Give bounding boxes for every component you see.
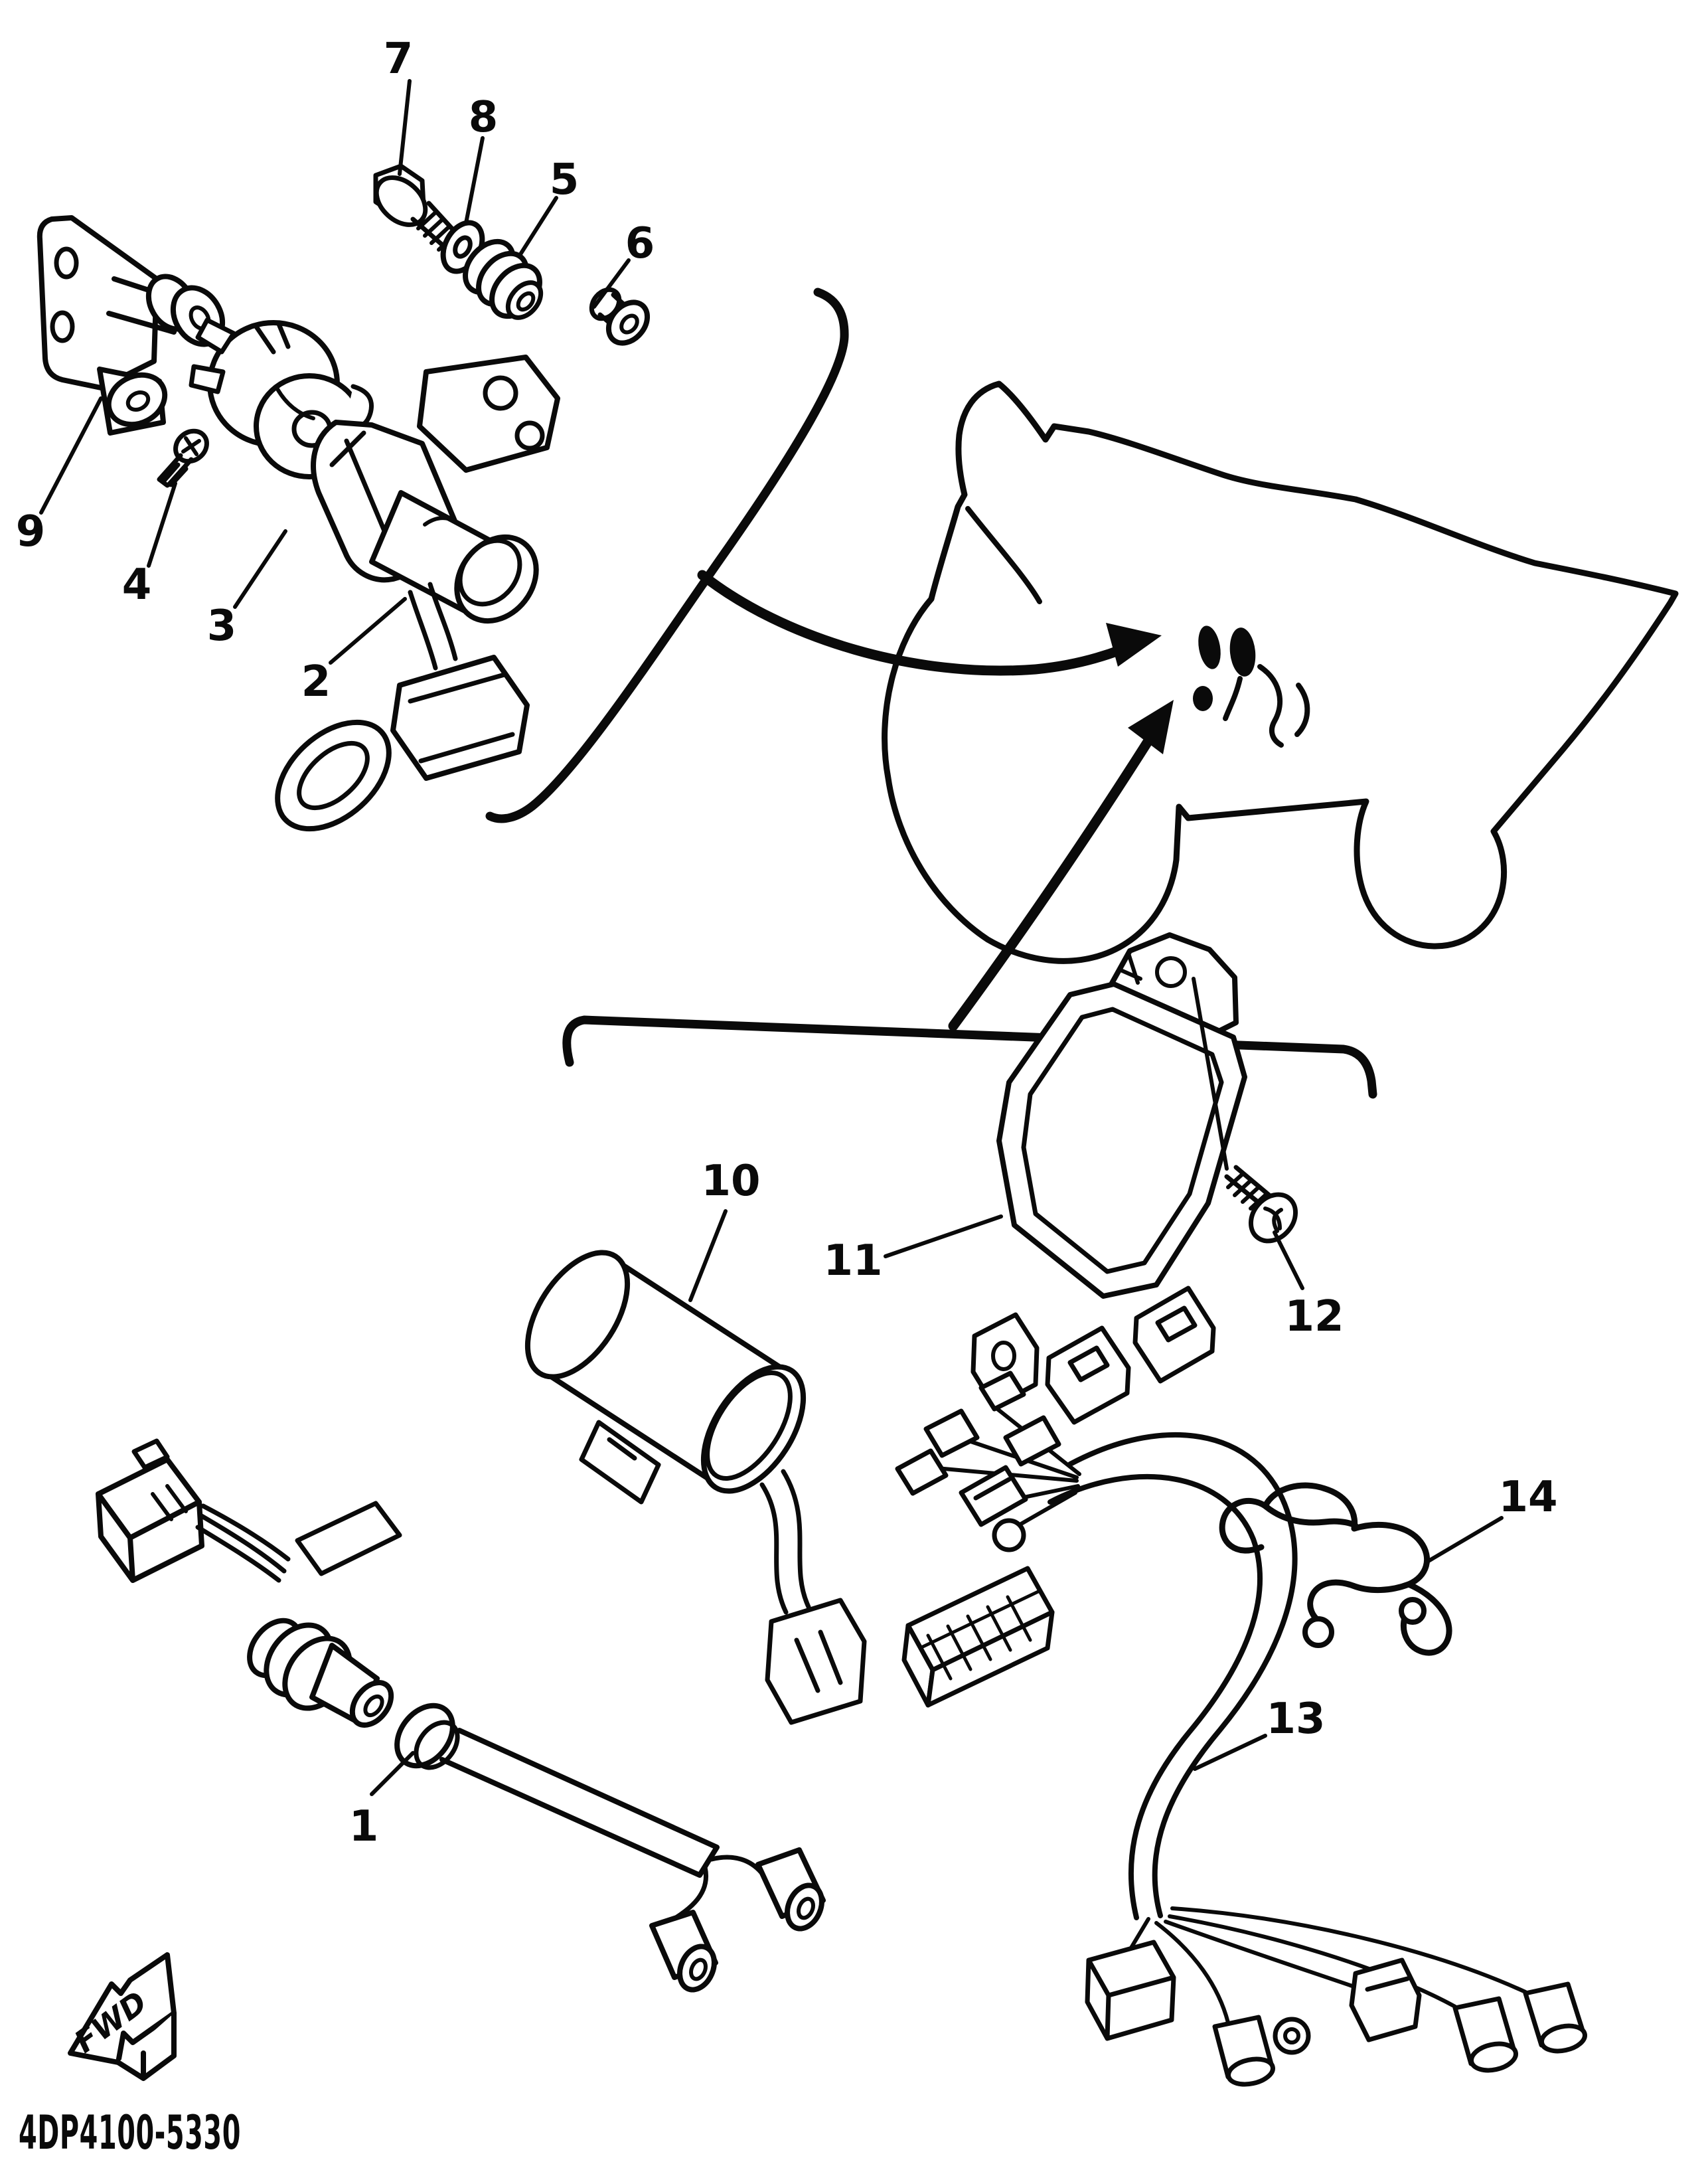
part-13-branches xyxy=(1126,1906,1527,2025)
part-10-wire xyxy=(759,1469,811,1615)
part-1-bullet-terminals xyxy=(649,1847,826,1993)
part-9-lower-bushing xyxy=(97,367,168,436)
part-6-flange-bolt xyxy=(589,287,651,346)
target-location-dots xyxy=(1193,625,1310,748)
part-13-wire-harness xyxy=(895,1371,1587,2087)
leader-line-3 xyxy=(233,529,287,609)
part-label-2: 2 xyxy=(301,657,331,707)
leader-line-4 xyxy=(147,481,177,568)
part-1-lead-wire xyxy=(96,1438,826,1993)
leader-line-13 xyxy=(1193,1734,1267,1771)
part-label-3: 3 xyxy=(207,602,237,651)
part-13-main-connector xyxy=(901,1566,1055,1708)
callouts: 7 8 5 6 9 4 3 2 10 11 12 13 14 1 xyxy=(16,35,1558,1851)
part-label-8: 8 xyxy=(469,93,499,142)
part-label-12: 12 xyxy=(1284,1292,1344,1341)
part-10-condenser xyxy=(524,1250,867,1725)
part-9-mount-bracket xyxy=(37,215,226,436)
leader-line-14 xyxy=(1425,1516,1504,1564)
part-label-13: 13 xyxy=(1266,1695,1325,1744)
location-arrow-lower xyxy=(948,700,1174,1031)
part-1-tag xyxy=(295,1501,402,1576)
motorcycle-silhouette xyxy=(882,380,1679,964)
part-14-wire-clip xyxy=(1219,1482,1452,1656)
part-10-bracket-tab xyxy=(579,1420,661,1505)
fwd-arrow-icon xyxy=(68,1952,177,2065)
part-2-connector xyxy=(275,655,530,832)
leader-line-10 xyxy=(688,1209,728,1302)
part-label-14: 14 xyxy=(1498,1473,1557,1522)
front-fork-line xyxy=(965,506,1042,604)
part-3-pickup-rotor xyxy=(189,317,374,479)
part-label-4: 4 xyxy=(122,560,152,610)
part-10-plug xyxy=(765,1598,867,1725)
wire-squiggle xyxy=(1257,664,1284,748)
part-2-barrel xyxy=(369,490,539,624)
leader-line-9 xyxy=(39,396,103,515)
part-label-1: 1 xyxy=(349,1802,379,1851)
part-13-box-connector xyxy=(1085,1940,1176,2041)
part-label-11: 11 xyxy=(823,1236,882,1286)
leader-line-11 xyxy=(884,1214,1003,1258)
location-arrow-upper xyxy=(697,570,1162,676)
part-7-flange-bolt xyxy=(373,163,459,252)
part-1-socket xyxy=(247,1618,394,1728)
part-11-foot-right xyxy=(1132,1286,1216,1384)
leader-line-12 xyxy=(1273,1230,1304,1290)
part-12-screw xyxy=(1224,1165,1298,1244)
part-label-10: 10 xyxy=(701,1157,760,1206)
part-5-grommet xyxy=(463,238,544,320)
part-1-wires xyxy=(195,1503,291,1583)
leader-line-1 xyxy=(370,1751,415,1796)
leader-line-6 xyxy=(592,258,631,309)
wire-squiggle-2 xyxy=(1294,683,1310,737)
upper-panel-border xyxy=(485,288,849,823)
fwd-marker: FWD xyxy=(68,1952,177,2081)
part-label-6: 6 xyxy=(625,219,655,268)
part-13-trunk xyxy=(1067,1432,1298,1918)
lower-panel-border xyxy=(562,1015,1377,1099)
leader-line-8 xyxy=(464,136,485,225)
part-label-9: 9 xyxy=(16,507,46,556)
part-11-foot-mid xyxy=(1045,1325,1131,1425)
part-1-tube xyxy=(439,1728,720,1878)
part-11-regulator xyxy=(970,932,1247,1425)
part-label-5: 5 xyxy=(550,155,580,205)
part-11-body xyxy=(996,981,1247,1299)
part-2-switch-assembly xyxy=(275,355,560,832)
part-13-end-terminals xyxy=(1212,1957,1587,2087)
leader-line-2 xyxy=(329,597,407,665)
drawing-code: 4DP4100-5330 xyxy=(19,2106,241,2160)
leader-line-7 xyxy=(398,79,412,176)
leader-line-5 xyxy=(517,196,558,258)
part-label-7: 7 xyxy=(384,35,414,84)
part-4-screw xyxy=(157,428,209,488)
part-11-mount-line xyxy=(1192,977,1229,1171)
